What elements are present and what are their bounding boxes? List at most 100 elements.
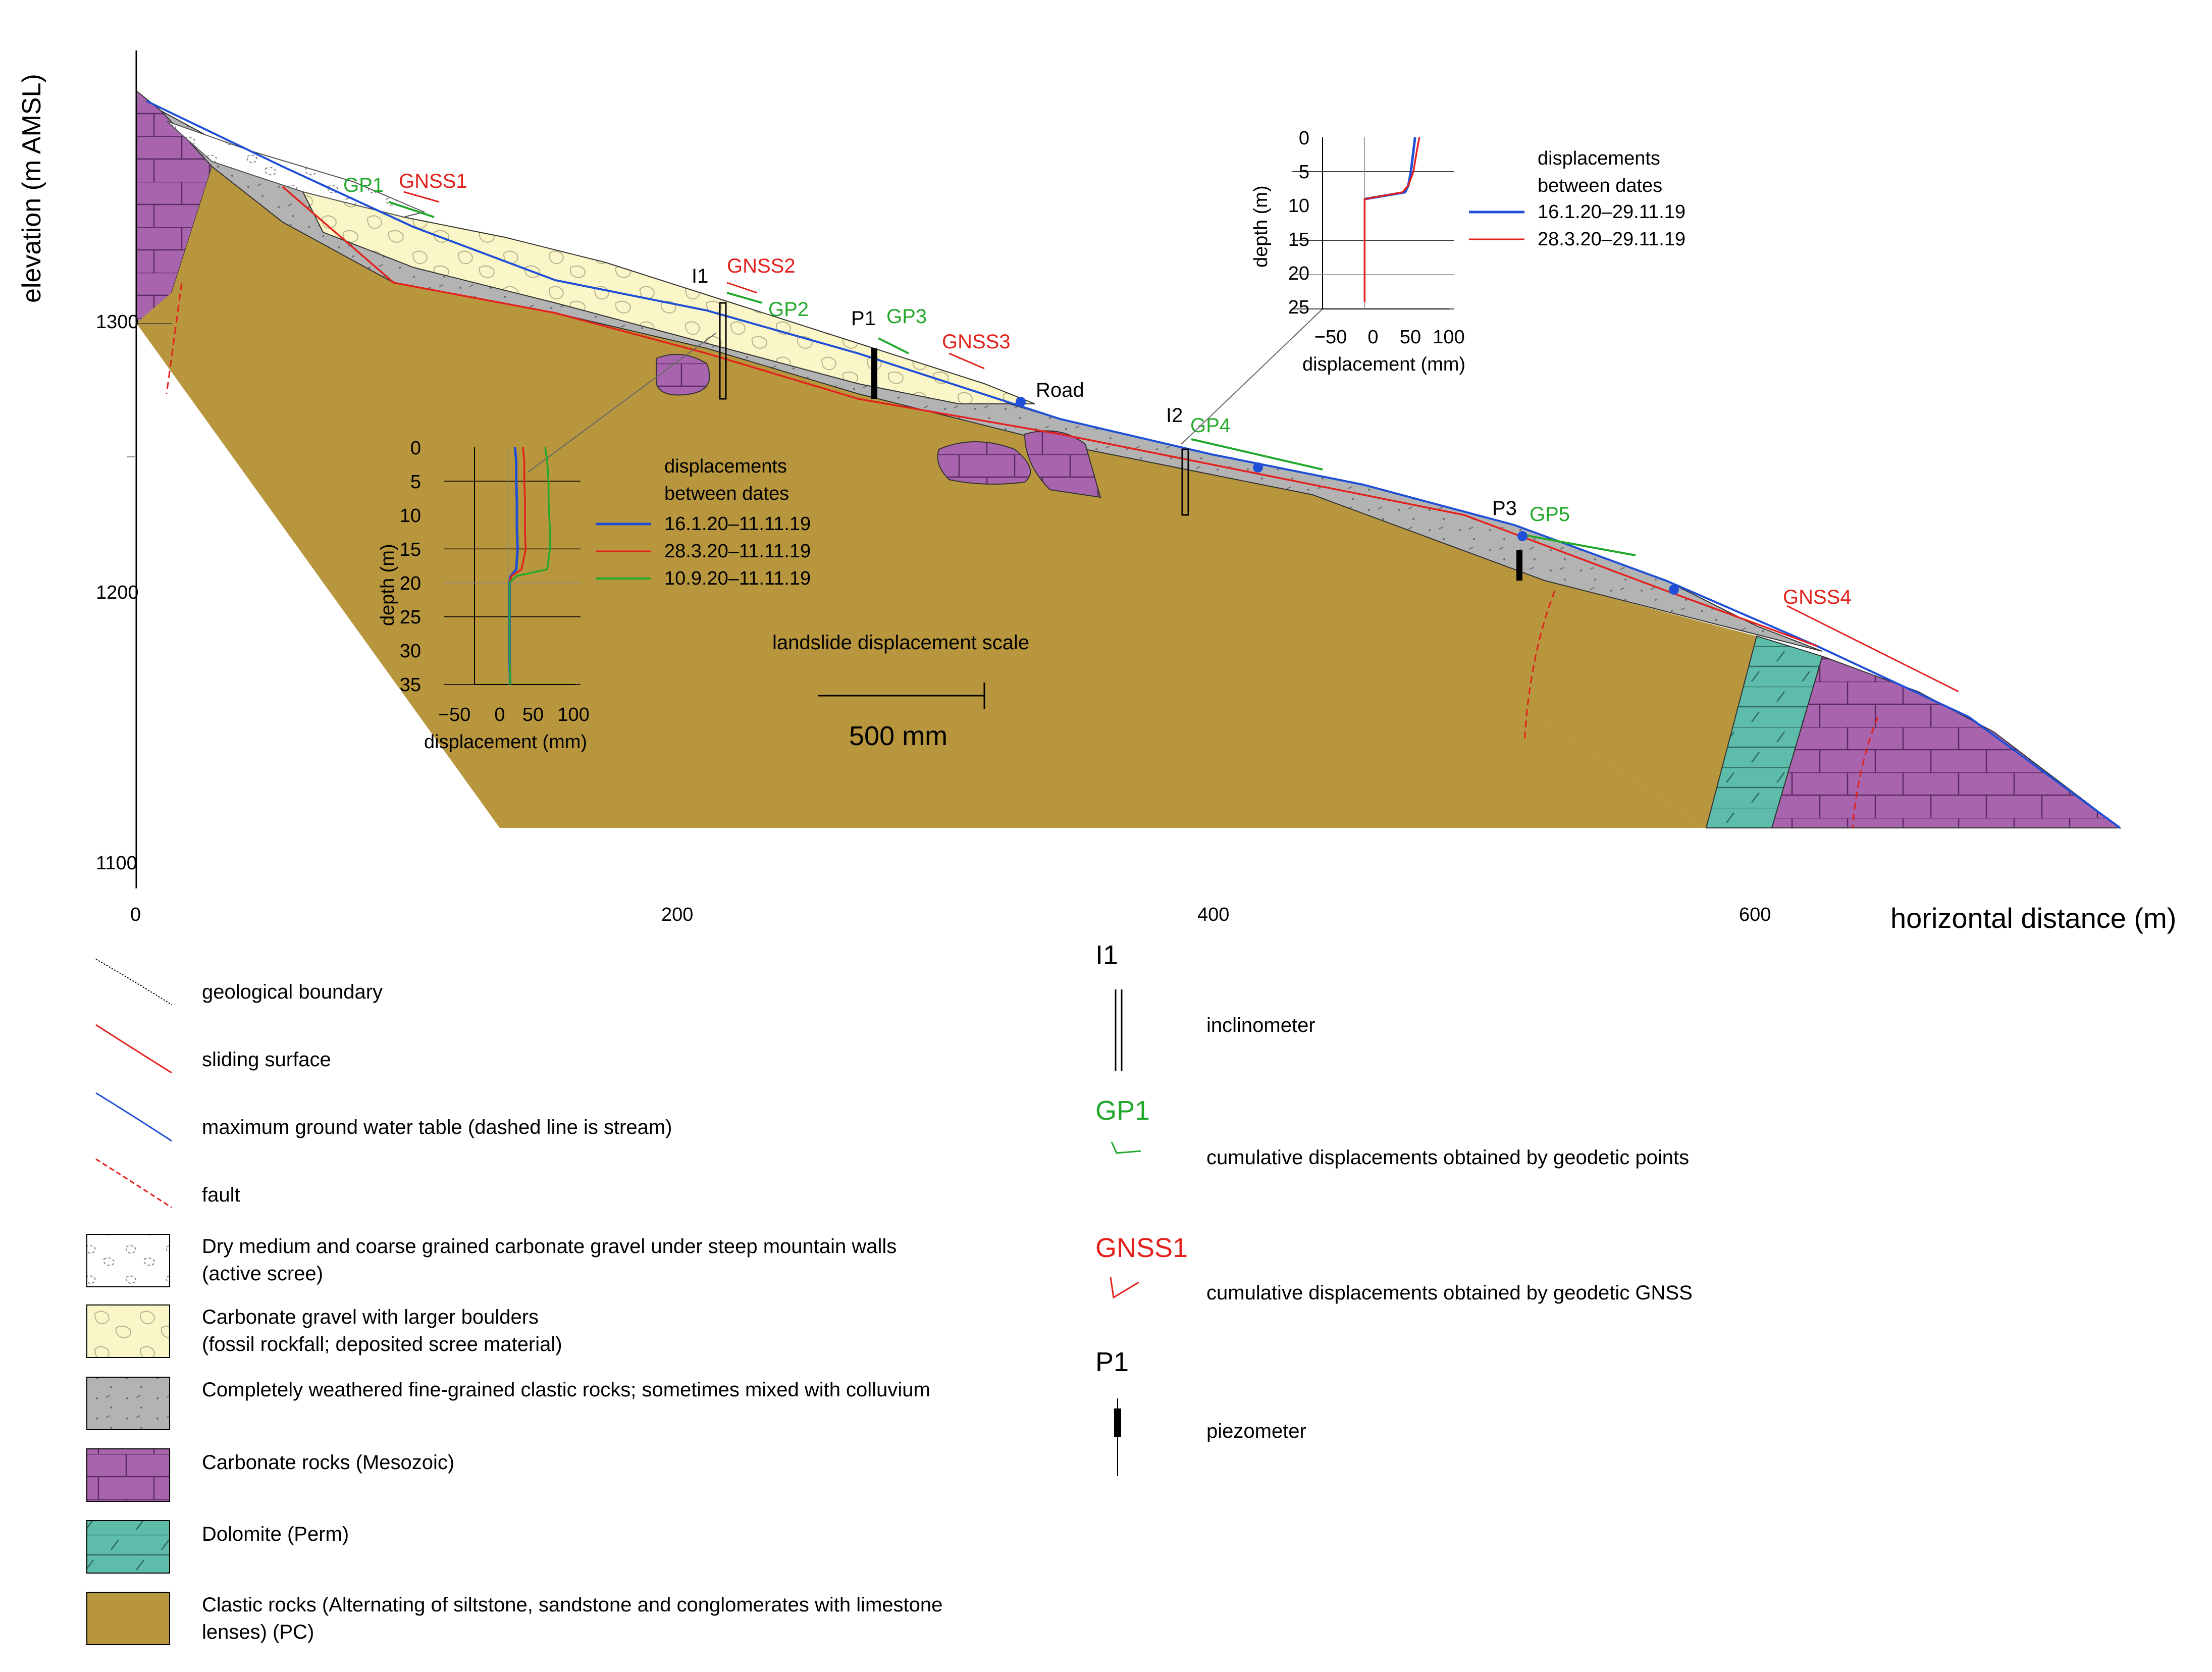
- y-tick-1200: 1200: [96, 582, 139, 603]
- label-p1: P1: [851, 307, 876, 330]
- legend-weathered-label: Completely weathered fine-grained clasti…: [202, 1379, 930, 1401]
- fault-middle: [1523, 590, 1556, 743]
- legend-fossil-label-2: (fossil rockfall; deposited scree materi…: [202, 1333, 562, 1355]
- gp4-vector: [1191, 438, 1323, 471]
- inc2-ylabel: depth (m): [1250, 185, 1272, 268]
- y-ticks: 1300 1200 1100: [96, 311, 139, 874]
- inc2-xticks: −50 0 50 100: [1314, 327, 1465, 348]
- inc2-ytick-10: 10: [1288, 195, 1309, 217]
- inc2-yticks: 0 5 10 15 20 25: [1288, 128, 1309, 318]
- road-point-2: [1253, 462, 1263, 473]
- inc1-legend-title-1: displacements: [664, 456, 787, 477]
- legend-incl-label: inclinometer: [1206, 1014, 1315, 1036]
- i1-leader-line: [527, 333, 716, 473]
- inc1-ytick-25: 25: [400, 607, 421, 628]
- inc1-ytick-35: 35: [400, 674, 421, 696]
- inc1-xtick-m50: −50: [438, 704, 470, 725]
- fault-left: [166, 282, 183, 394]
- x-tick-0: 0: [130, 904, 141, 925]
- legend-gp-title: GP1: [1095, 1095, 1150, 1126]
- inc1-ytick-10: 10: [400, 505, 421, 527]
- legend-gp-label: cumulative displacements obtained by geo…: [1206, 1146, 1689, 1169]
- inc1-ytick-15: 15: [400, 539, 421, 560]
- inc2-ytick-5: 5: [1299, 162, 1309, 183]
- inc2-xtick-m50: −50: [1314, 327, 1347, 348]
- inc1-legend-label-1: 16.1.20–11.11.19: [664, 513, 811, 535]
- legend-scree-swatch: [86, 1234, 170, 1287]
- legend-gp-symbol: [1111, 1141, 1141, 1154]
- inc2-series-2: [1363, 137, 1420, 302]
- inc2-ytick-15: 15: [1288, 229, 1309, 250]
- legend-piezo-screen: [1114, 1408, 1121, 1437]
- label-i2: I2: [1166, 404, 1183, 427]
- inc2-xtick-100: 100: [1433, 327, 1464, 348]
- inc1-xtick-100: 100: [557, 704, 589, 725]
- inc1-xticks: −50 0 50 100: [438, 704, 590, 725]
- fault-right: [1852, 716, 1879, 828]
- y-tick-1300: 1300: [96, 311, 139, 333]
- legend-slide-label: sliding surface: [202, 1049, 331, 1071]
- legend-carbonate-label: Carbonate rocks (Mesozoic): [202, 1451, 454, 1474]
- inc1-legend: 16.1.20–11.11.19 28.3.20–11.11.19 10.9.2…: [596, 513, 811, 589]
- inc1-legend-label-2: 28.3.20–11.11.19: [664, 541, 811, 562]
- legend-carbonate-swatch: [86, 1448, 170, 1502]
- inclinometer-i2-plot: 0 5 10 15 20 25 −50 0 50 100 depth (m) d…: [1250, 128, 1686, 375]
- inc1-xlabel: displacement (mm): [424, 732, 587, 753]
- road-point-3: [1517, 531, 1528, 541]
- legend-scree-label-2: (active scree): [202, 1263, 323, 1285]
- legend-right: I1 inclinometer GP1 cumulative displacem…: [1095, 940, 1693, 1476]
- gp2-vector: [726, 292, 763, 304]
- legend-fault-symbol: [95, 1158, 172, 1209]
- legend-gwt-label: maximum ground water table (dashed line …: [202, 1116, 672, 1138]
- legend-weathered-swatch: [86, 1377, 170, 1430]
- inc2-ytick-20: 20: [1288, 263, 1309, 284]
- inc1-legend-label-3: 10.9.20–11.11.19: [664, 568, 811, 589]
- inc2-series-1: [1364, 137, 1416, 200]
- x-ticks: 0 200 400 600: [130, 904, 1771, 925]
- label-i1: I1: [692, 265, 708, 287]
- label-gnss1: GNSS1: [399, 170, 467, 192]
- legend-clastic-swatch: [86, 1592, 170, 1645]
- cross-section: 1300 1200 1100 0 200 400 600 elevation (…: [17, 50, 2176, 934]
- y-tick-1100: 1100: [96, 853, 137, 874]
- legend-geo-symbol: [95, 959, 172, 1005]
- inc1-legend-title-2: between dates: [664, 483, 789, 504]
- label-p3: P3: [1492, 497, 1517, 519]
- inc1-ytick-30: 30: [400, 641, 421, 662]
- legend-scree-label-1: Dry medium and coarse grained carbonate …: [202, 1235, 897, 1258]
- label-gp2: GP2: [768, 298, 809, 321]
- gp1-vector: [388, 201, 435, 218]
- piezometer-p3: [1516, 550, 1522, 581]
- inc2-legend-label-1: 16.1.20–29.11.19: [1538, 201, 1686, 223]
- legend-gnss-title: GNSS1: [1095, 1233, 1188, 1263]
- inc2-legend-title-1: displacements: [1538, 148, 1660, 169]
- carbonate-rock-right: [1771, 655, 2122, 828]
- legend-fossil-label-1: Carbonate gravel with larger boulders: [202, 1306, 539, 1328]
- legend-left: geological boundary sliding surface maxi…: [86, 959, 942, 1645]
- clastic-upper: [136, 167, 1757, 712]
- inc1-ytick-0: 0: [410, 438, 421, 459]
- inclinometer-i1-tube: [719, 302, 727, 400]
- legend-slide-symbol: [95, 1024, 172, 1074]
- legend-fossil-swatch: [86, 1304, 170, 1358]
- inc2-grid: [1292, 137, 1454, 309]
- scale-value: 500 mm: [849, 721, 947, 751]
- legend-piezo-title: P1: [1095, 1347, 1129, 1377]
- gnss1-vector: [403, 191, 440, 203]
- legend-geo-label: geological boundary: [202, 981, 383, 1003]
- inc2-series: [1363, 137, 1420, 302]
- gp3-vector: [878, 337, 909, 354]
- inc2-ytick-0: 0: [1299, 128, 1309, 149]
- legend-gnss-symbol: [1110, 1277, 1139, 1299]
- label-gp3: GP3: [886, 305, 927, 328]
- legend-clastic-label-1: Clastic rocks (Alternating of siltstone,…: [202, 1594, 942, 1616]
- inc2-xtick-50: 50: [1400, 327, 1421, 348]
- legend-gnss-label: cumulative displacements obtained by geo…: [1206, 1282, 1693, 1304]
- label-gp4: GP4: [1190, 414, 1231, 437]
- legend-incl-title: I1: [1095, 940, 1118, 970]
- inc2-xtick-0: 0: [1367, 327, 1378, 348]
- x-tick-600: 600: [1739, 904, 1771, 925]
- inc2-ytick-25: 25: [1288, 297, 1309, 318]
- label-gp5: GP5: [1530, 503, 1570, 526]
